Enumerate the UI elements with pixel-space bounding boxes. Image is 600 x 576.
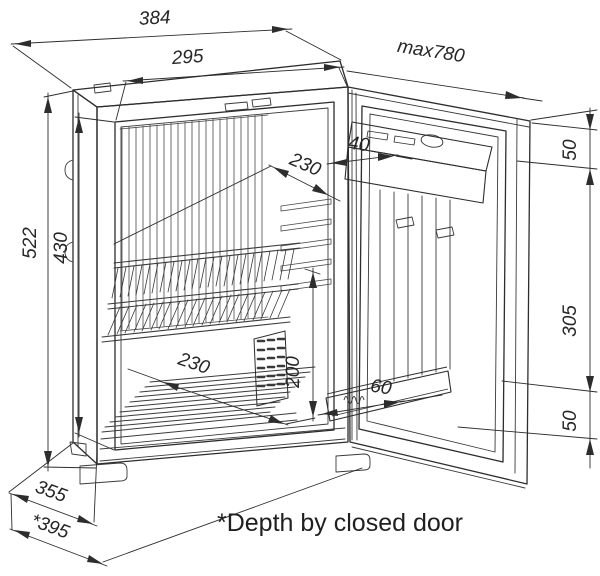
arrow-430-top xyxy=(75,117,83,133)
evaporator-fins xyxy=(121,114,263,331)
door-top-shelf-front xyxy=(344,146,487,204)
dim-230l-line xyxy=(127,368,316,426)
arrow-295-left xyxy=(127,77,143,84)
dim-door-top-edge-label: 50 xyxy=(560,139,581,161)
door-outline xyxy=(347,86,531,485)
cabinet-side-panel xyxy=(72,89,98,465)
note-depth-closed-door: *Depth by closed door xyxy=(217,509,463,537)
arrow-780-right xyxy=(505,91,522,99)
dim-lower-compartment-label: 200 xyxy=(283,356,304,389)
opening-inner-lip xyxy=(120,107,329,445)
door-liner-inner xyxy=(366,113,499,453)
arrow-355-left xyxy=(13,494,29,503)
dim-overall-height-label: 522 xyxy=(20,227,41,259)
door-top-shelf xyxy=(344,121,493,204)
arrow-200-bottom xyxy=(309,401,317,417)
arrow-395-left xyxy=(14,530,30,539)
floor-slats xyxy=(100,366,316,440)
arrow-chain-130 xyxy=(586,114,594,130)
shelf-front-rail xyxy=(101,316,291,343)
arrow-40-right xyxy=(378,153,394,161)
cooling-unit-coils xyxy=(256,337,286,388)
arrow-230l-left xyxy=(163,382,179,391)
right-wall-shelf-ribs xyxy=(280,198,332,292)
cabinet-front-frame xyxy=(96,86,349,465)
arrow-384-right xyxy=(272,26,288,33)
top-frame-fittings xyxy=(93,82,272,112)
hinge-bumps xyxy=(64,159,74,263)
door-details xyxy=(347,89,530,489)
cabinet-interior xyxy=(119,114,332,332)
dim-door-shelf-top-label: 40 xyxy=(347,133,371,157)
dim-interior-height-label: 430 xyxy=(51,232,72,264)
dim-780-line xyxy=(346,70,598,121)
dim-200-line xyxy=(304,267,321,422)
cabinet-details xyxy=(64,82,371,485)
dim-door-bottom-edge-label: 50 xyxy=(560,410,581,432)
dim-cabinet-depth-label: 355 xyxy=(32,477,69,508)
dim-522-line xyxy=(43,90,97,472)
shelf-top-rail xyxy=(113,242,301,269)
door-bottom-shelf-rim xyxy=(326,366,448,395)
shelf-upper-wires xyxy=(111,248,295,299)
floor-slat-lines xyxy=(104,366,316,428)
shelf-lower-wires xyxy=(107,288,291,336)
arrow-295-right xyxy=(324,64,340,71)
shelf-slots xyxy=(366,130,416,146)
arrow-355-right xyxy=(77,515,93,524)
dim-interior-depth-lower-label: 230 xyxy=(174,348,212,379)
door-inner-liner xyxy=(358,105,507,463)
dim-max-depth-label: max780 xyxy=(396,36,466,67)
arrow-230l-right xyxy=(268,415,284,424)
arrow-522-bottom xyxy=(44,451,52,467)
dim-overall-width-label: 384 xyxy=(138,7,171,30)
arrow-384-left xyxy=(15,40,31,47)
door-edge-lines xyxy=(347,89,530,489)
arrow-430-bottom xyxy=(75,417,83,433)
front-left-foot xyxy=(79,462,128,485)
arrow-200-top xyxy=(309,272,317,288)
dimension-arrowheads xyxy=(13,26,594,564)
cooling-unit-body xyxy=(253,330,289,407)
arrow-395-right xyxy=(87,555,103,564)
cooling-unit xyxy=(253,330,365,407)
arrow-chain-439 xyxy=(586,439,594,455)
arrow-230u-left xyxy=(273,167,289,178)
shelf-mid-rail xyxy=(107,283,299,310)
floor-coil-squiggle xyxy=(343,396,365,404)
arrow-522-top xyxy=(44,97,52,113)
rear-foot xyxy=(69,441,87,457)
dimension-lines xyxy=(8,28,598,567)
dim-door-shelf-bottom-label: 60 xyxy=(369,376,394,400)
cabinet-top-face xyxy=(72,60,349,108)
door-rib-clips xyxy=(395,216,455,239)
front-right-foot xyxy=(335,453,371,473)
arrow-chain-392 xyxy=(586,376,594,392)
dim-295-line xyxy=(115,66,348,121)
door-liner-ribs xyxy=(379,189,451,385)
dim-interior-width-label: 295 xyxy=(170,46,205,69)
dim-right-chain-line xyxy=(457,107,598,469)
wire-shelf xyxy=(101,242,301,343)
floor-front-rail xyxy=(100,412,298,440)
arrow-40-left xyxy=(331,159,347,166)
dim-door-mid-label: 305 xyxy=(560,305,581,337)
arrow-chain-169 xyxy=(586,169,594,185)
arrow-230u-right xyxy=(312,184,328,195)
bottle-hole xyxy=(420,134,444,148)
door-outer-face xyxy=(347,86,531,485)
plinth-lines xyxy=(99,427,346,462)
dim-430-line xyxy=(74,112,115,451)
arrow-60-right xyxy=(384,400,400,408)
dim-384-line xyxy=(10,28,342,89)
arrow-60-left xyxy=(322,409,338,416)
